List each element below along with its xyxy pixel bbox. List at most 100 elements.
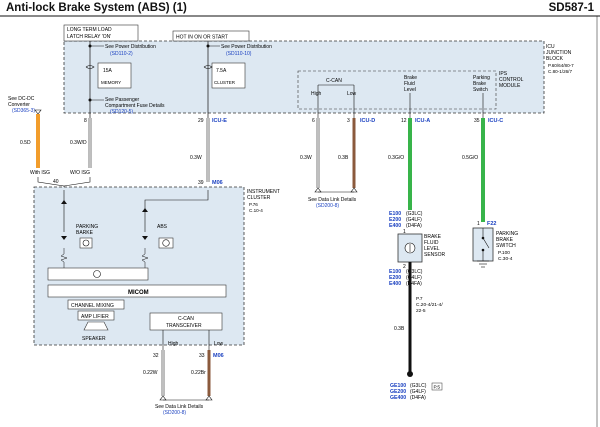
pass-line2: Compartment Fuse Details (105, 103, 165, 109)
conn-icu-e: ICU-E (212, 118, 227, 124)
cluster-high-label: High (168, 341, 179, 347)
converter-arrow (34, 109, 42, 115)
ground-conn-1-suffix: (G3LC) (410, 383, 427, 389)
brake-conn-top-1: E100 (389, 211, 401, 217)
power2-title: See Power Distribution (221, 44, 272, 50)
parking-lamp-line1: PARKING (76, 224, 98, 230)
pass-line1: See Passenger (105, 97, 140, 103)
parking-switch-ref2: C.30-4 (498, 256, 513, 262)
power1-title: See Power Distribution (105, 44, 156, 50)
parking-switch-blade (482, 237, 490, 249)
channel-mixing-box (67, 299, 125, 310)
icu-line1: ICU (546, 44, 555, 50)
speaker-label: SPEAKER (82, 336, 106, 342)
ips-brake-fluid-2: Fluid (404, 81, 415, 87)
ips-parking-2: Brake (473, 81, 486, 87)
ground-conn-3: GE400 (390, 395, 406, 401)
brake-sensor-pin1: 1 (403, 229, 406, 235)
ips-ccan-label: C-CAN (326, 78, 342, 84)
wire-03go-label: 0.3G/O (388, 155, 404, 161)
vcc-glyph (93, 270, 101, 278)
parking-switch-pin1: 1 (477, 221, 480, 227)
wire-022w-label: 0.22W (143, 370, 158, 376)
datalink-top-ref: (SD200-8) (316, 203, 339, 209)
brake-conn-top-1-suffix: (G3LC) (406, 211, 423, 217)
parking-warning-icon (79, 237, 93, 249)
conn-m06-bot: M06 (213, 353, 224, 359)
ground-conn-2: GE200 (390, 389, 406, 395)
conn-icu-a: ICU-A (415, 118, 430, 124)
vcc-bar (47, 267, 149, 281)
datalink-top-arrow-right (350, 187, 358, 193)
ccan-transceiver-line1: C-CAN (178, 316, 194, 322)
ground-point (407, 371, 413, 377)
abs-lamp-label: ABS (157, 224, 168, 230)
cluster-int-right-diode (142, 208, 148, 212)
merge-right (63, 177, 91, 187)
wo-isg-label: W/O ISG (70, 170, 90, 176)
hot-label-box (172, 30, 250, 42)
brake-conn-bot-3: E400 (389, 281, 401, 287)
pin-6: 6 (312, 118, 315, 124)
datalink-arrow-left (159, 395, 167, 401)
ips-parking-1: Parking (473, 75, 490, 81)
ips-control-module (297, 70, 497, 110)
ground-conn-3-suffix: (D4FA) (410, 395, 426, 401)
parking-warning-glyph (82, 239, 90, 247)
wire-03w-label-a: 0.3W (190, 155, 202, 161)
datalink-bottom-ref: (SD200-8) (163, 410, 186, 416)
cluster-fuse-name: CLUSTER (214, 80, 236, 85)
memory-fuse-box (97, 62, 132, 89)
datalink-top-arrow-left (314, 187, 322, 193)
power2-ref: (SD110-10) (226, 51, 252, 57)
datalink-top-title: See Data Link Details (308, 197, 357, 203)
brake-conn-bot-2: E200 (389, 275, 401, 281)
brake-conn-bot-1-suffix: (G3LC) (406, 269, 423, 275)
brake-conn-bot-1: E100 (389, 269, 401, 275)
parking-switch-line1: PARKING (496, 231, 518, 237)
parking-switch-line2: BRAKE (496, 237, 514, 243)
brake-sensor-ref1: P.7 (416, 296, 423, 302)
brake-conn-top-2-suffix: (G4LF) (406, 217, 422, 223)
pin-8: 8 (84, 118, 87, 124)
brake-sensor-line4: SENSOR (424, 252, 446, 258)
relay-note-line1: LONG TERM LOAD (67, 27, 112, 33)
pin-33: 33 (199, 353, 205, 359)
pin-12: 12 (401, 118, 407, 124)
icu-ref2: C.80-1/26/7 (548, 69, 572, 74)
pin-3: 3 (347, 118, 350, 124)
brake-conn-bot-2-suffix: (G4LF) (406, 275, 422, 281)
brake-sensor-line2: FLUID (424, 240, 439, 246)
icu-line2: JUNCTION (546, 50, 572, 56)
cluster-line2: CLUSTER (247, 195, 271, 201)
abs-warning-icon (158, 237, 174, 249)
parking-switch-ref1: P.100 (498, 250, 510, 256)
brake-conn-top-2: E200 (389, 217, 401, 223)
wire-05go-label: 0.5G/O (462, 155, 478, 161)
pin-32: 32 (153, 353, 159, 359)
ips-parking-3: Switch (473, 87, 488, 93)
ips-line3: MODULE (499, 83, 521, 89)
memory-fuse-name: MEMORY (101, 80, 121, 85)
ips-brake-fluid-1: Brake (404, 75, 417, 81)
ground-ref-box (431, 382, 443, 391)
parking-led-symbol (61, 236, 67, 240)
datalink-arrow-right (205, 395, 213, 401)
wire-03wd-label: 0.3W/D (70, 140, 87, 146)
ccan-transceiver-line2: TRANSCEIVER (166, 323, 202, 329)
abs-led-symbol (142, 236, 148, 240)
conn-icu-c: ICU-C (488, 118, 503, 124)
abs-warning-glyph (162, 239, 170, 247)
amplifier-box (77, 310, 115, 321)
icu-ref1: P.60/64/80-7 (548, 63, 574, 68)
ground-conn-2-suffix: (G4LF) (410, 389, 426, 395)
datalink-bottom-title: See Data Link Details (155, 404, 204, 410)
ips-high-label: High (311, 91, 322, 97)
brake-sensor-line1: BRAKE (424, 234, 442, 240)
micom-box (47, 284, 227, 298)
memory-fuse-symbol (85, 65, 95, 69)
parking-switch-conn: F22 (487, 221, 496, 227)
pin-39: 39 (198, 180, 204, 186)
brake-sensor-ref3: 22-5 (416, 308, 426, 314)
pin-29: 29 (198, 118, 204, 124)
